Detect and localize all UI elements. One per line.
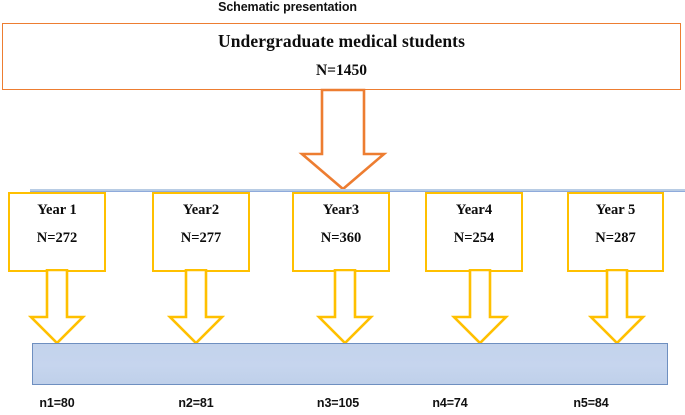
connector-line-lower [30,191,685,192]
outcome-label: n4=74 [432,396,468,410]
year-box: Year 5 N=287 [567,192,664,272]
root-node-box: Undergraduate medical students N=1450 [2,23,681,90]
down-arrow-icon [450,268,510,345]
year-box-count: N=360 [320,230,362,246]
down-arrow-glyph [27,268,87,345]
outcome-label: n1=80 [39,396,75,410]
down-arrow-glyph [298,88,388,191]
year-box-label: Year 1 [37,202,77,218]
root-node-title: Undergraduate medical students [217,31,466,51]
year-box-label: Year3 [322,202,360,218]
year-box-count: N=287 [595,230,636,246]
year-box-label: Year 5 [595,202,636,218]
down-arrow-glyph [315,268,375,345]
outcome-label: n3=105 [316,396,360,410]
year-box-label: Year2 [182,202,220,218]
down-arrow-glyph [587,268,647,345]
year-box-label: Year4 [455,202,493,218]
year-box-count: N=277 [180,230,222,246]
down-arrow-glyph [166,268,226,345]
outcome-label: n5=84 [573,396,609,410]
year-box-count: N=272 [36,230,78,246]
outcome-label: n2=81 [178,396,214,410]
down-arrow-icon [298,88,388,192]
year-box: Year 1 N=272 [8,192,106,272]
figure-caption: Schematic presentation [218,0,357,14]
down-arrow-icon [315,268,375,345]
year-box-count: N=254 [453,230,495,246]
outcome-bar [32,343,668,385]
down-arrow-icon [27,268,87,345]
root-node-count: N=1450 [315,62,368,79]
down-arrow-icon [587,268,647,345]
down-arrow-glyph [450,268,510,345]
down-arrow-icon [166,268,226,345]
connector-line-upper [30,189,685,191]
